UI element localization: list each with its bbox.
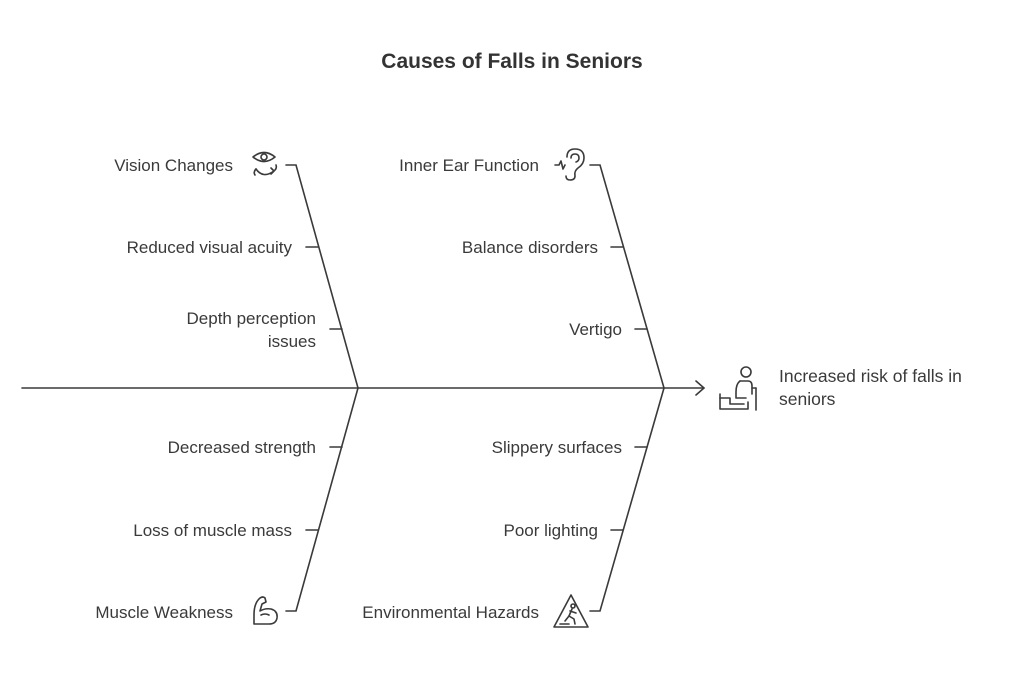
category-vision-title: Vision Changes <box>114 156 233 175</box>
flexed-arm-icon <box>253 596 278 625</box>
effect-label: Increased risk of falls in seniors <box>779 366 962 409</box>
cause-depth-perception: Depth perception issues <box>186 309 316 351</box>
category-muscle-title: Muscle Weakness <box>95 603 233 622</box>
bone-environment <box>589 387 665 612</box>
cause-vertigo: Vertigo <box>569 320 622 339</box>
slippery-warning-icon <box>553 594 589 628</box>
cause-balance-disorders: Balance disorders <box>461 238 598 257</box>
cause-reduced-visual-acuity: Reduced visual acuity <box>126 238 292 257</box>
eye-cycle-icon <box>252 151 278 176</box>
cause-poor-lighting: Poor lighting <box>503 521 598 540</box>
diagram-title: Causes of Falls in Seniors <box>381 50 643 73</box>
cause-slippery-surfaces: Slippery surfaces <box>491 438 622 457</box>
spine-arrowhead <box>695 380 706 396</box>
cause-loss-of-muscle-mass: Loss of muscle mass <box>133 521 292 540</box>
cause-decreased-strength: Decreased strength <box>167 438 316 457</box>
category-environment-title: Environmental Hazards <box>362 603 539 622</box>
category-inner-ear-title: Inner Ear Function <box>399 156 539 175</box>
ear-icon <box>554 148 585 181</box>
bone-muscle <box>285 387 359 612</box>
bone-inner-ear <box>589 164 665 389</box>
bone-vision <box>285 164 359 389</box>
senior-with-cane-icon <box>719 366 757 411</box>
